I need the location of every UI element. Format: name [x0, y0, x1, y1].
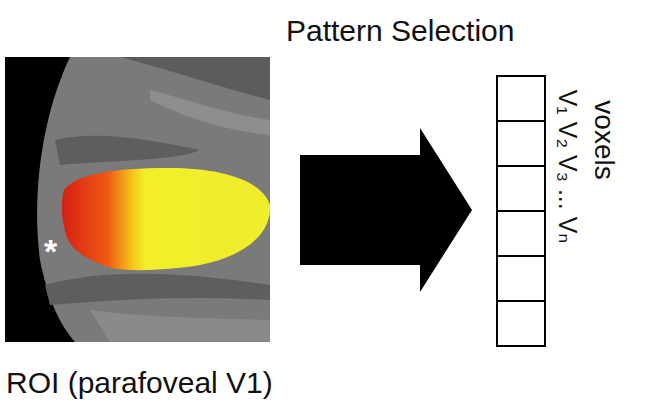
asterisk-mark: * — [44, 234, 57, 268]
axis-label: voxels — [590, 100, 618, 179]
title: Pattern Selection — [286, 16, 514, 46]
big-arrow — [300, 128, 472, 292]
roi-label: ROI (parafoveal V1) — [6, 368, 273, 398]
voxel-vector — [497, 76, 545, 346]
brain-surface — [5, 57, 270, 342]
voxel-index: V₁ V₂ V₃ ... Vₙ — [555, 90, 580, 244]
